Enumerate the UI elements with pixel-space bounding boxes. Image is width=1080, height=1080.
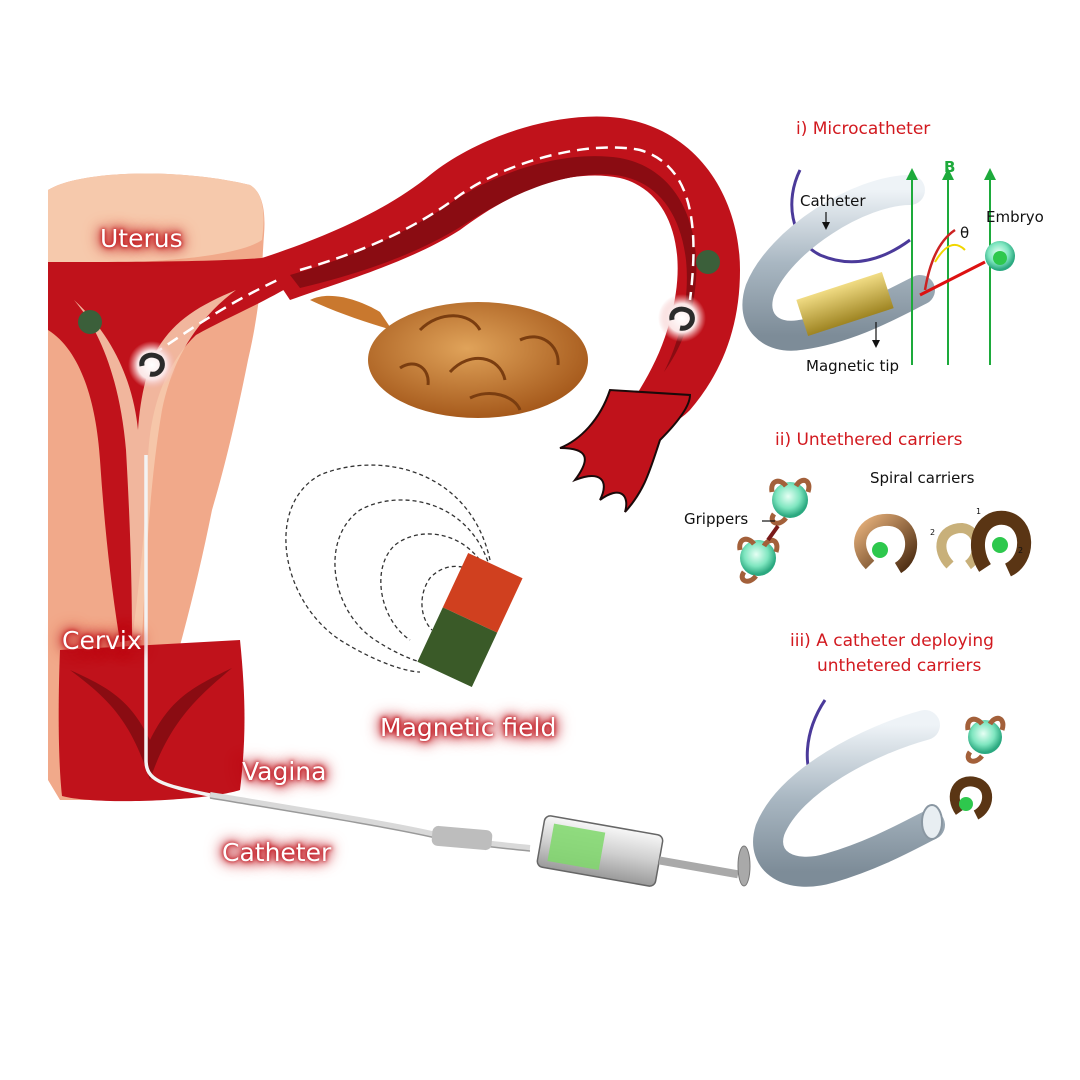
external-catheter-tube-highlight [209, 797, 531, 852]
embryo-cell-right [696, 250, 720, 274]
ovary-body [368, 302, 588, 418]
b-arrowheads [906, 168, 996, 180]
syringe-fluid [547, 823, 606, 871]
cervix-region [58, 640, 245, 802]
gripper-ball-top [772, 482, 808, 518]
magnet-north [442, 552, 523, 633]
cervix-canal [70, 668, 232, 780]
uterine-lining [74, 290, 236, 640]
spiral-carrier-3 [970, 510, 1032, 577]
syringe-plunger-rod [658, 856, 739, 879]
embryo-in-uterus [78, 250, 720, 389]
embryo-glow-left [128, 341, 176, 389]
panel-deploying [753, 699, 1006, 887]
vagina-label: Vagina [242, 757, 327, 786]
uterus-fundus [48, 173, 264, 263]
field-line-2 [334, 499, 491, 663]
deploy-spiral [949, 776, 993, 820]
spiral-mark-2b: 2 [1018, 546, 1024, 555]
ovary-folds [399, 314, 560, 411]
field-line-1 [285, 464, 491, 673]
catheter-hub [431, 825, 493, 851]
panel-untethered [737, 477, 1032, 584]
spiral-embryo-1 [872, 542, 888, 558]
catheter-pointer [822, 222, 830, 230]
gripper-link [766, 524, 780, 542]
gripper-bottom-arms [737, 536, 780, 584]
theta-annotation: θ [960, 224, 970, 242]
magnetic-field-label: Magnetic field [380, 713, 557, 742]
embryo-core [993, 251, 1007, 265]
ovary [310, 295, 588, 418]
panel-i-title: i) Microcatheter [796, 119, 931, 139]
rotation-arc-red [923, 228, 956, 291]
magnet-south [417, 607, 498, 688]
gripper-top-arms [769, 477, 812, 526]
embryo-cell-left [78, 310, 102, 334]
external-catheter-tube [209, 792, 531, 851]
panel-ii-title: ii) Untethered carriers [775, 430, 963, 450]
spiral-mark-1: 1 [976, 507, 982, 516]
catheter-annotation: Catheter [800, 192, 866, 210]
b-field-label: B [944, 158, 956, 176]
panel-microcatheter [742, 168, 1015, 365]
direction-arrow-red [919, 260, 986, 297]
cervix-label: Cervix [62, 626, 142, 655]
spiral-carrier-right [669, 306, 695, 331]
magnetic-tip-annotation: Magnetic tip [806, 357, 900, 375]
bar-magnet [417, 552, 523, 688]
deploy-catheter-mouth [921, 804, 943, 840]
catheter-line-inside [144, 455, 211, 797]
magnetic-field-diagram [285, 464, 523, 688]
spiral-carriers-annotation: Spiral carriers [870, 469, 975, 487]
catheter-syringe [209, 792, 751, 887]
panel-iii-title-line2: unthetered carriers [817, 656, 982, 676]
spiral-carrier-left [139, 352, 165, 377]
uterus-illustration [48, 173, 352, 802]
tube-lumen [290, 156, 697, 372]
embryo-glow-right [658, 294, 706, 342]
field-line-3 [380, 533, 491, 641]
gripper-ball-bottom [740, 540, 776, 576]
magnetic-tip-band [796, 272, 894, 336]
deploy-gripper [968, 720, 1002, 754]
deploy-catheter-body [753, 710, 945, 887]
syringe-plunger-cap [737, 845, 751, 887]
tip-pointer-head [872, 340, 880, 348]
uterine-cavity [48, 240, 352, 642]
dashed-path-tube [299, 146, 695, 301]
deploy-gripper-arms [965, 715, 1006, 764]
deploy-spiral-embryo [959, 797, 973, 811]
panel-iii-title-line1: iii) A catheter deploying [790, 631, 994, 651]
embryo-annotation: Embryo [986, 208, 1044, 226]
catheter-label: Catheter [222, 838, 332, 867]
fimbriae [559, 388, 692, 513]
spiral-carrier-1 [854, 513, 918, 574]
fallopian-tube [262, 116, 740, 513]
grippers-annotation: Grippers [684, 510, 749, 528]
spiral-mark-2a: 2 [930, 528, 936, 537]
uterus-label: Uterus [100, 224, 183, 253]
theta-arc [934, 243, 966, 263]
ovarian-ligament [310, 295, 392, 330]
spiral-embryo-3 [992, 537, 1008, 553]
catheter-arc-purple [790, 169, 911, 264]
